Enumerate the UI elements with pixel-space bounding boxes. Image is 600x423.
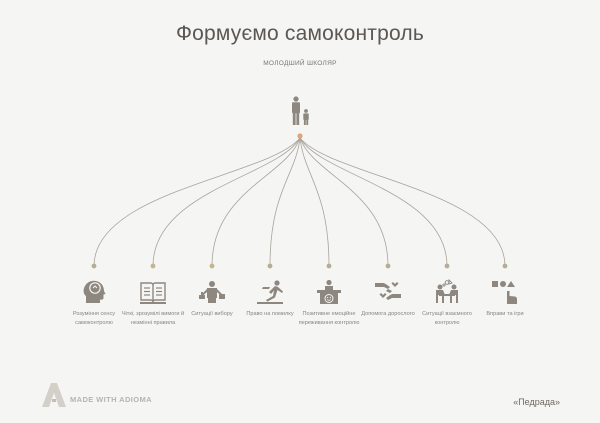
- node-label: Ситуації взаємного контролю: [422, 311, 472, 326]
- root-node-dot: [297, 133, 303, 139]
- branch-connector: [299, 137, 448, 267]
- leaf-node-dot: [326, 263, 332, 269]
- diagram-node: Допомога дорослого: [353, 279, 423, 319]
- head-brain-icon: [83, 280, 106, 303]
- diagram-node: Ситуації вибору: [177, 279, 247, 319]
- node-label: Розуміння сенсу самоконтролю: [72, 311, 116, 326]
- two-people-table-icon: [436, 279, 458, 303]
- diagram-node: Право на помилку: [235, 279, 305, 319]
- node-label: Позитивне емоційне переживання контролю: [298, 311, 360, 326]
- person-slipping-icon: [257, 280, 283, 304]
- diagram-node: Чіткі, зрозумілі вимоги й незмінні прави…: [118, 279, 188, 327]
- diagram-node: Позитивне емоційне переживання контролю: [294, 279, 364, 327]
- branch-connector: [299, 137, 389, 267]
- node-label: Вправи та ігри: [486, 311, 524, 317]
- branch-connector: [299, 137, 506, 267]
- page-subtitle: МОЛОДШИЙ ШКОЛЯР: [263, 60, 337, 67]
- page-title: Формуємо самоконтроль: [175, 22, 425, 45]
- leaf-node-dot: [91, 263, 97, 269]
- branch-connector: [269, 137, 301, 267]
- open-book-icon: [140, 282, 166, 304]
- leaf-node-dot: [444, 263, 450, 269]
- node-label: Чіткі, зрозумілі вимоги й незмінні прави…: [121, 311, 185, 326]
- diagram-node: Розуміння сенсу самоконтролю: [59, 279, 129, 327]
- node-label: Ситуації вибору: [191, 311, 233, 317]
- leaf-node-dot: [502, 263, 508, 269]
- node-label: Допомога дорослого: [361, 311, 415, 317]
- branch-connector: [93, 137, 301, 267]
- branch-connector: [152, 137, 301, 267]
- branch-connector: [299, 137, 330, 267]
- adioma-a-icon: [42, 383, 66, 407]
- brand-label: «Педрада»: [513, 397, 560, 407]
- diagram-node: Ситуації взаємного контролю: [412, 279, 482, 327]
- node-label: Право на помилку: [246, 311, 294, 317]
- leaf-node-dot: [150, 263, 156, 269]
- helping-hands-icon: [375, 282, 401, 300]
- person-choice-icon: [199, 281, 225, 303]
- adioma-logo: MADE WITH ADIOMA: [40, 383, 152, 407]
- adult-and-child-icon: [292, 96, 309, 125]
- diagram-node: Вправи та ігри: [470, 279, 540, 319]
- branch-connector: [211, 137, 301, 267]
- shapes-hand-icon: [492, 281, 517, 304]
- teacher-smiley-icon: [317, 279, 341, 304]
- leaf-node-dot: [209, 263, 215, 269]
- leaf-node-dot: [385, 263, 391, 269]
- leaf-node-dot: [267, 263, 273, 269]
- made-with-label: MADE WITH ADIOMA: [70, 394, 152, 404]
